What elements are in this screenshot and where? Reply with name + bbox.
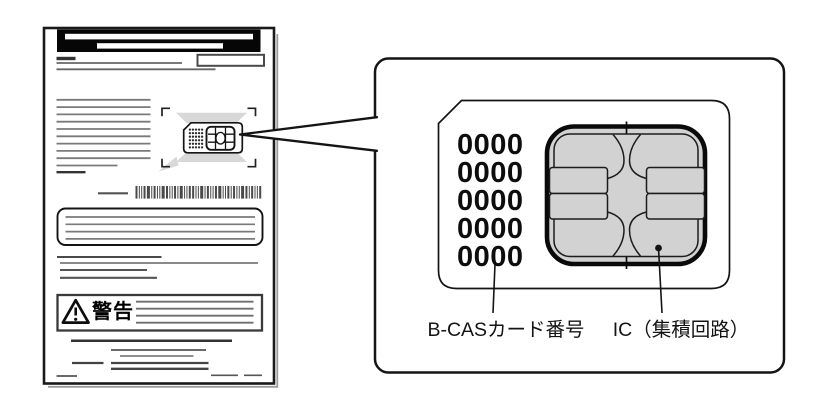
document-text-lines (56, 98, 151, 174)
barcode-row (98, 186, 262, 199)
header-subtitle-line (97, 43, 223, 49)
bcas-number-pointer-line (492, 263, 496, 314)
card-number-row: 0000 (457, 241, 524, 273)
warning-label: 警告 (92, 301, 134, 323)
card-number: 0000 0000 0000 0000 0000 (457, 129, 537, 273)
focus-brackets-icon (161, 107, 257, 168)
card-number-row: 0000 (457, 129, 524, 161)
highlight-rays (158, 112, 247, 172)
ic-label: IC（集積回路） (612, 319, 750, 341)
paragraph-lines (57, 255, 258, 279)
warning-box (56, 293, 264, 332)
card-number-row: 0000 (457, 185, 524, 217)
chip-contact-pads (548, 166, 706, 220)
callout-tail (240, 116, 378, 152)
page-shadow (48, 34, 279, 388)
header-title-line (65, 33, 253, 40)
header-small-line (56, 56, 76, 61)
small-card (182, 121, 244, 154)
small-card-dots (188, 128, 204, 149)
document-header (56, 29, 265, 71)
card-number-row: 0000 (457, 213, 524, 245)
chip-contact-curves (607, 134, 647, 257)
notice-box (56, 207, 264, 246)
zoom-callout (238, 57, 786, 374)
card-number-row: 0000 (457, 157, 524, 189)
header-field-box (196, 53, 265, 67)
footer-lines (56, 339, 262, 377)
ic-chip (544, 121, 708, 269)
barcode (135, 186, 262, 199)
small-card-chip-icon (205, 125, 236, 151)
document-page (42, 26, 279, 388)
header-bar (57, 29, 261, 52)
warning-triangle-icon (61, 298, 90, 324)
ic-pointer-line (657, 247, 663, 314)
bcas-number-label: B-CASカード番号 (427, 319, 585, 341)
